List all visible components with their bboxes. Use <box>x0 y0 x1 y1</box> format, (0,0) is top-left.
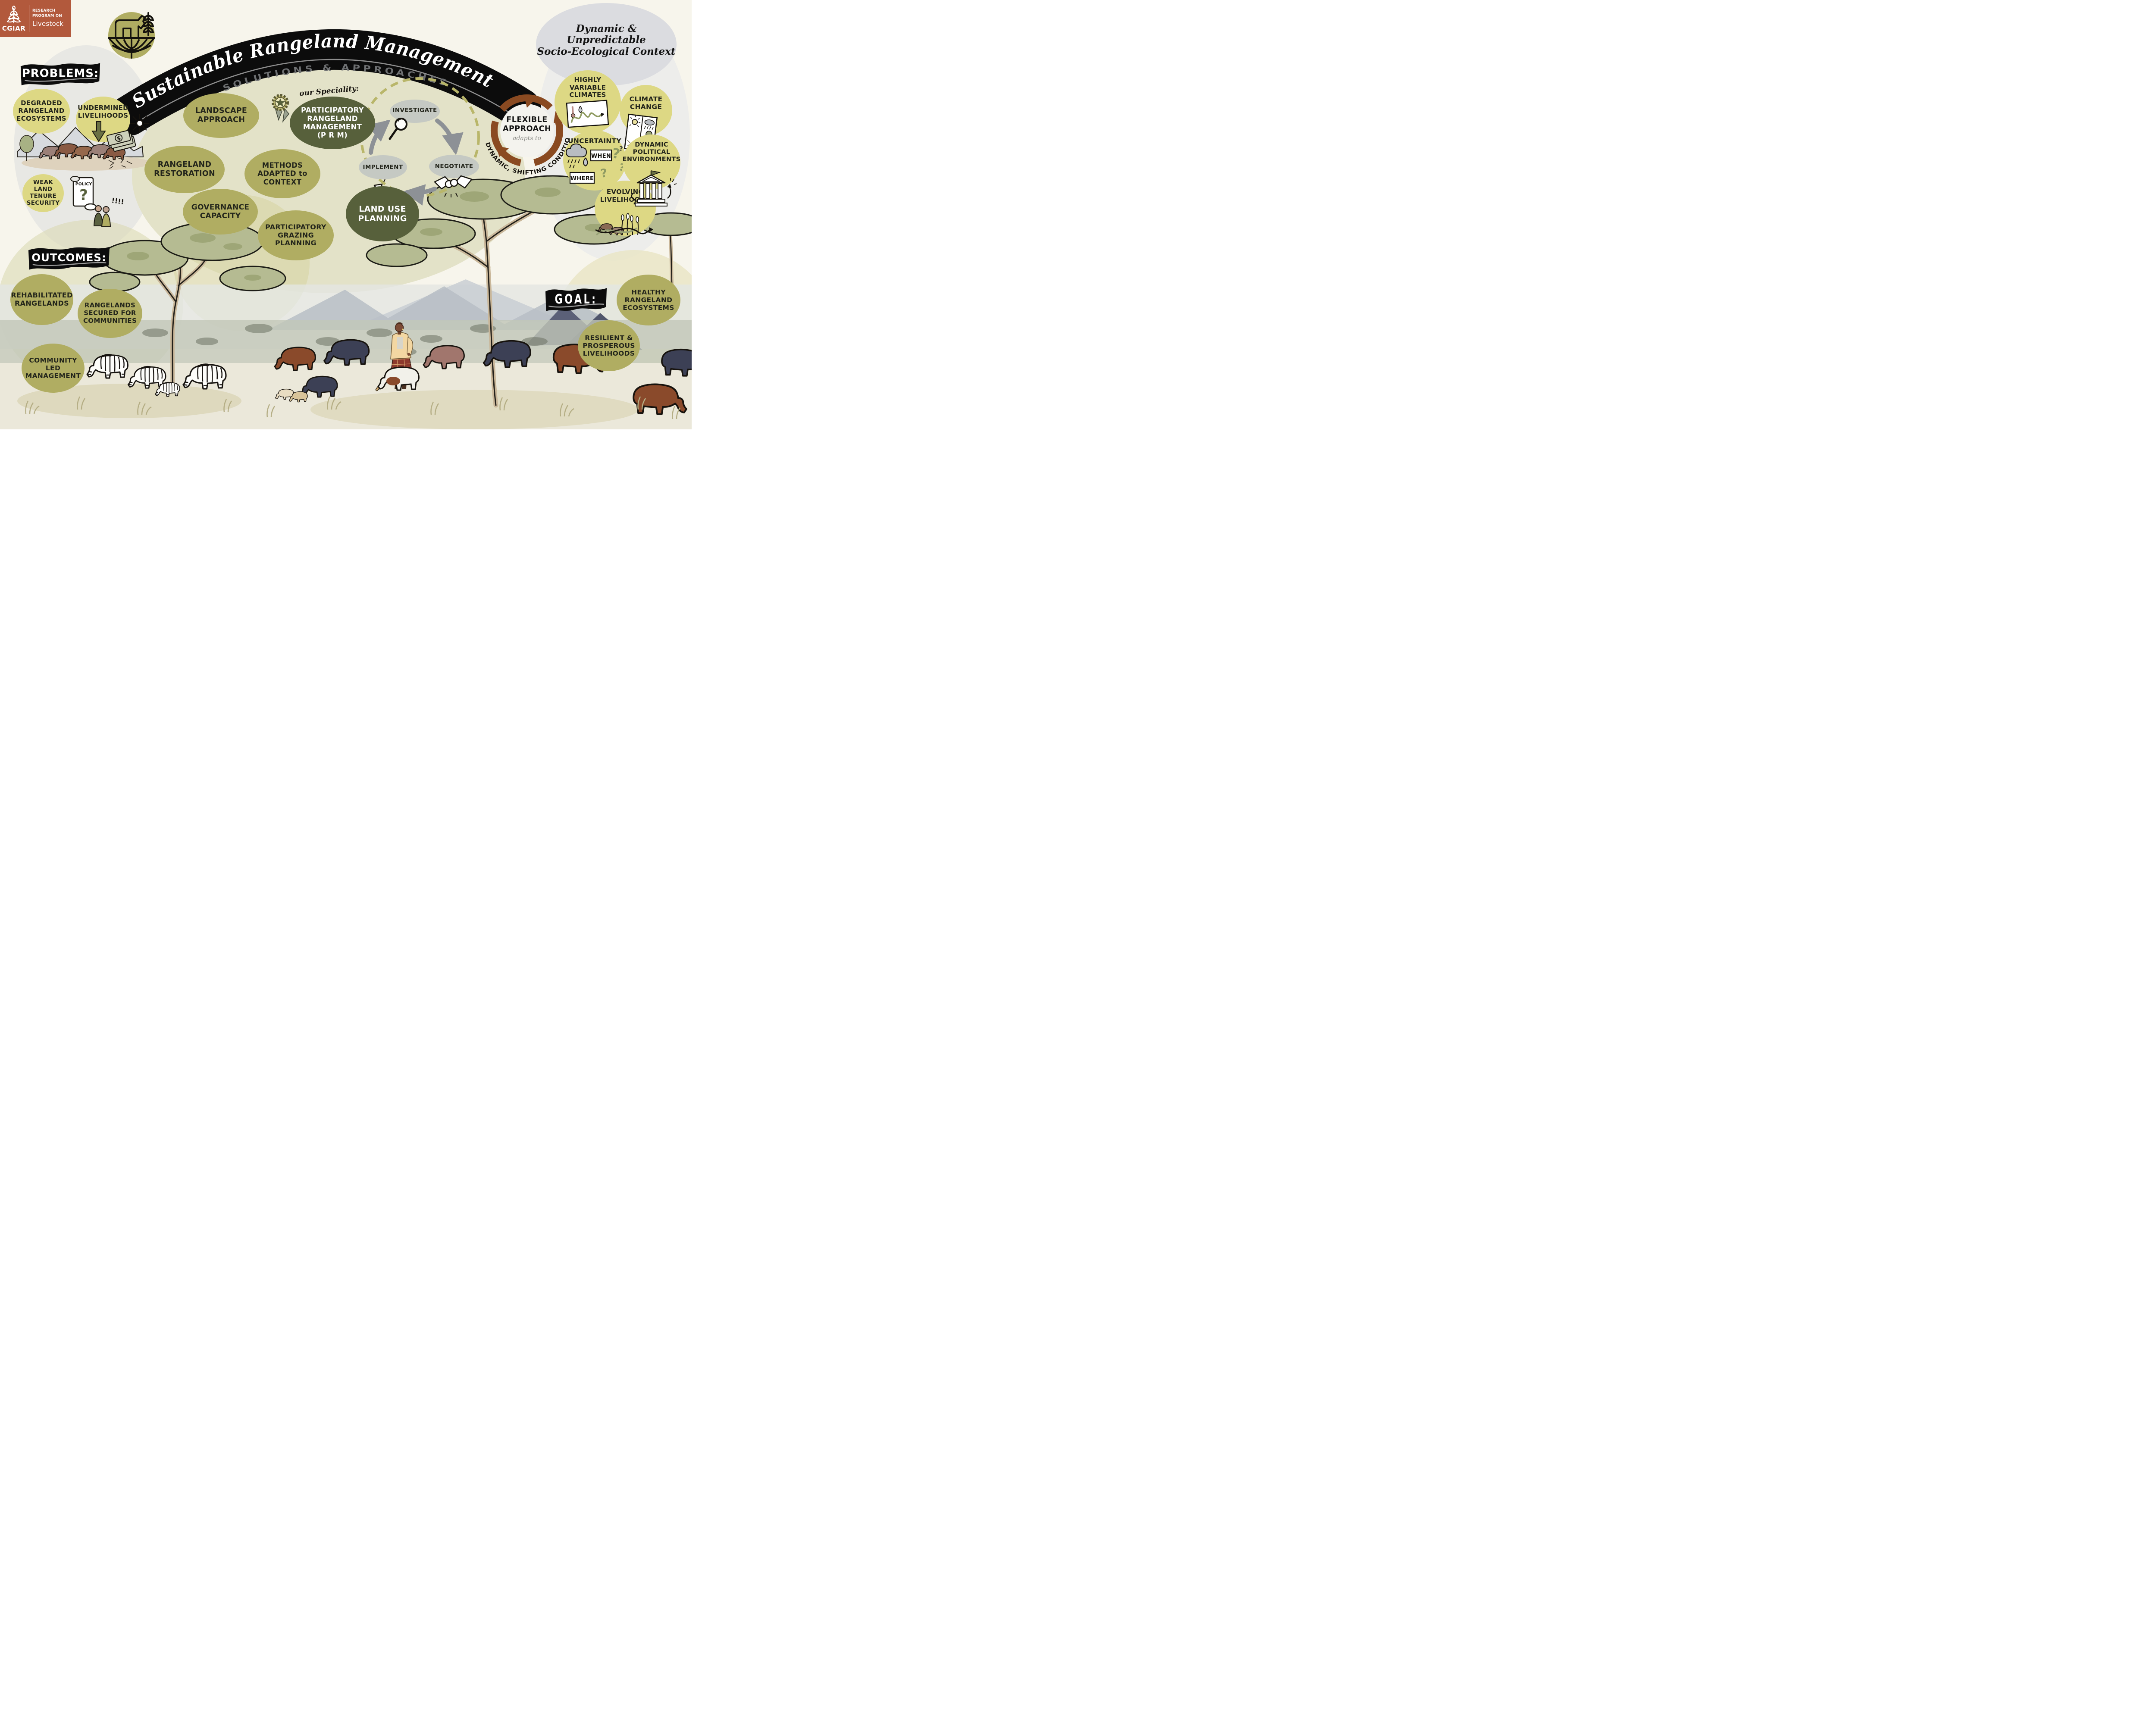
cracked-soil <box>108 157 132 169</box>
climate-chart-icon <box>566 100 609 128</box>
context-climate-change-label: CLIMATE CHANGE <box>629 95 663 111</box>
problems-banner: PROBLEMS: <box>20 63 100 85</box>
cycle-step-investigate: INVESTIGATE <box>392 107 437 114</box>
context-uncertainty: UNCERTAINTY WHEN WHERE ? ? ? ? <box>563 130 626 191</box>
cgiar-logo: CGIAR RESEARCH PROGRAM ON Livestock <box>0 0 71 37</box>
handshake-icon <box>434 175 473 197</box>
svg-text:POLICY: POLICY <box>75 182 92 187</box>
svg-text:?: ? <box>600 166 608 181</box>
solution-participatory-grazing: PARTICIPATORY GRAZING PLANNING <box>258 210 334 260</box>
people-icon: !!!! <box>93 196 123 227</box>
cattle-crops-arrows-icon <box>595 213 653 236</box>
context-highly-variable-label: HIGHLY VARIABLE CLIMATES <box>569 76 606 99</box>
income-decline-icons: $ <box>91 121 136 152</box>
flexible-approach-note: adapts to <box>513 135 541 142</box>
outcome-rangelands-secured: RANGELANDS SECURED FOR COMMUNITIES <box>78 289 142 338</box>
where-box <box>569 172 595 184</box>
droplet-icon <box>583 157 588 167</box>
svg-text:?: ? <box>611 145 621 162</box>
solution-methods-adapted: METHODS ADAPTED to CONTEXT <box>244 149 320 198</box>
infographic-canvas: Sustainable Rangeland Management SOLUTIO… <box>0 0 692 429</box>
logo-line3: Livestock <box>32 20 64 28</box>
magnifier-icon <box>389 118 407 140</box>
solution-governance-capacity: GOVERNANCE CAPACITY <box>183 189 258 235</box>
solution-landscape-approach: LANDSCAPE APPROACH <box>183 93 259 138</box>
context-dynamic-political-label: DYNAMIC POLITICAL ENVIRONMENTS <box>622 141 681 163</box>
livestock-globe-icon <box>108 12 155 59</box>
award-rosette-icon <box>272 94 289 123</box>
solution-prm: PARTICIPATORY RANGELAND MANAGEMENT (P R … <box>290 97 375 149</box>
svg-text:$: $ <box>116 135 121 142</box>
cycle-arrows-icon <box>491 94 564 167</box>
bushes <box>142 324 548 356</box>
down-arrow-icon <box>91 121 106 142</box>
svg-text:GOAL:: GOAL: <box>555 292 598 307</box>
degraded-rangeland-scene <box>17 127 151 171</box>
svg-text:?: ? <box>619 145 623 153</box>
svg-text:?: ? <box>79 187 88 204</box>
flexible-approach-title: FLEXIBLE APPROACH <box>502 116 552 133</box>
context-highly-variable-climates: HIGHLY VARIABLE CLIMATES <box>555 70 621 134</box>
svg-text:WHEN: WHEN <box>591 153 611 160</box>
logo-line1: RESEARCH <box>32 9 56 13</box>
policy-scroll-icon: POLICY ? <box>70 176 97 211</box>
outcomes-banner: OUTCOMES: <box>28 247 110 270</box>
logo-line2: PROGRAM ON <box>32 13 62 18</box>
problem-undermined-label: UNDERMINED LIVELIHOODS <box>78 104 128 119</box>
solution-land-use-planning: LAND USE PLANNING <box>346 186 419 241</box>
goal-healthy-ecosystems: HEALTHY RANGELAND ECOSYSTEMS <box>617 275 680 325</box>
uncertainty-icons: WHEN WHERE ? ? ? ? <box>565 143 626 184</box>
svg-text:PROBLEMS:: PROBLEMS: <box>22 67 99 80</box>
sun-icon <box>130 114 149 133</box>
government-building-icon <box>631 170 677 206</box>
svg-text:OUTCOMES:: OUTCOMES: <box>31 251 107 264</box>
outcome-community-led: COMMUNITY LED MANAGEMENT <box>22 344 85 393</box>
flexible-approach: FLEXIBLE APPROACH adapts to <box>497 116 557 142</box>
rain-cloud-icon <box>565 143 587 157</box>
context-heading: Dynamic & Unpredictable Socio-Ecological… <box>537 23 676 57</box>
problem-degraded-rangeland: DEGRADED RANGELAND ECOSYSTEMS <box>13 89 70 134</box>
problem-weak-land-tenure: WEAK LAND TENURE SECURITY <box>22 174 64 212</box>
outcome-rehabilitated-rangelands: REHABILITATED RANGELANDS <box>10 274 73 325</box>
svg-text:WHERE: WHERE <box>570 175 594 182</box>
context-climate-change: CLIMATE CHANGE <box>620 85 672 153</box>
context-uncertainty-label: UNCERTAINTY <box>568 137 621 145</box>
cow-patch <box>386 377 400 385</box>
grass <box>25 396 681 419</box>
when-box <box>590 149 612 162</box>
solution-rangeland-restoration: RANGELAND RESTORATION <box>144 146 225 193</box>
cycle-step-implement: IMPLEMENT <box>363 164 403 171</box>
money-icon: $ <box>106 130 136 152</box>
svg-text:!!!!: !!!! <box>111 196 123 206</box>
cycle-step-negotiate: NEGOTIATE <box>435 163 473 170</box>
context-dynamic-political: DYNAMIC POLITICAL ENVIRONMENTS <box>622 134 681 206</box>
logo-org: CGIAR <box>2 24 26 32</box>
goal-resilient-livelihoods: RESILIENT & PROSPEROUS LIVELIHOODS <box>578 320 640 371</box>
goal-banner: GOAL: <box>545 288 607 311</box>
wheat-icon <box>6 5 21 23</box>
title-arc-banner <box>109 29 541 136</box>
